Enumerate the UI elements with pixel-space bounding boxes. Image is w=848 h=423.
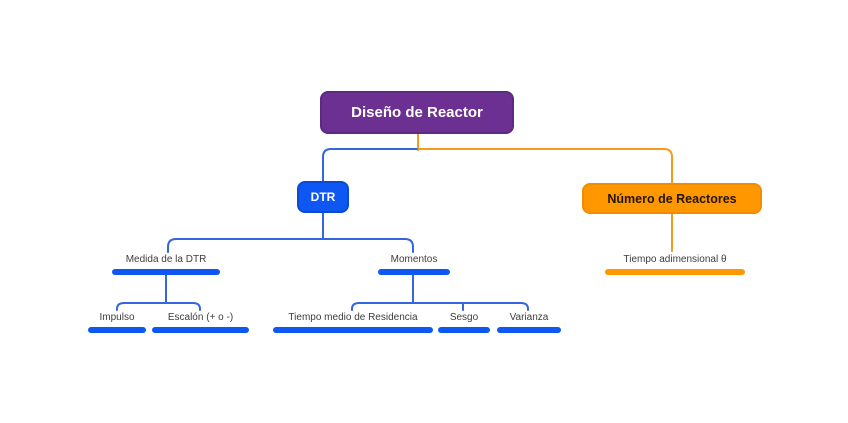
node-escalon[interactable]: Escalón (+ o -) (152, 311, 249, 333)
connector-medida-children-rail (116, 302, 201, 311)
node-varianza-underline (497, 327, 561, 333)
node-varianza[interactable]: Varianza (497, 311, 561, 333)
node-medida-de-la-dtr-label: Medida de la DTR (125, 254, 207, 265)
node-tiempo-adimensional[interactable]: Tiempo adimensional θ (605, 253, 745, 275)
node-tiempo-medio-de-residencia-underline (273, 327, 433, 333)
node-momentos[interactable]: Momentos (378, 253, 450, 275)
node-sesgo-label: Sesgo (449, 312, 479, 323)
node-medida-de-la-dtr[interactable]: Medida de la DTR (112, 253, 220, 275)
node-escalon-underline (152, 327, 249, 333)
node-numero-de-reactores-label: Número de Reactores (607, 191, 737, 206)
node-numero-de-reactores[interactable]: Número de Reactores (582, 183, 762, 214)
node-tiempo-medio-de-residencia-label: Tiempo medio de Residencia (288, 312, 418, 323)
node-tiempo-adimensional-underline (605, 269, 745, 275)
node-sesgo-underline (438, 327, 490, 333)
connector-root-numero (417, 148, 673, 184)
node-tiempo-medio-de-residencia[interactable]: Tiempo medio de Residencia (273, 311, 433, 333)
node-medida-de-la-dtr-underline (112, 269, 220, 275)
node-diseno-de-reactor-label: Diseño de Reactor (351, 104, 483, 121)
node-impulso[interactable]: Impulso (88, 311, 146, 333)
node-escalon-label: Escalón (+ o -) (167, 312, 234, 323)
node-dtr[interactable]: DTR (297, 181, 349, 213)
node-dtr-label: DTR (310, 190, 336, 204)
connector-momentos-children-rail (351, 302, 529, 311)
node-diseno-de-reactor[interactable]: Diseño de Reactor (320, 91, 514, 134)
connector-root-dtr (322, 148, 418, 182)
node-impulso-underline (88, 327, 146, 333)
node-sesgo[interactable]: Sesgo (438, 311, 490, 333)
node-impulso-label: Impulso (99, 312, 135, 323)
node-momentos-label: Momentos (390, 254, 438, 265)
node-tiempo-adimensional-label: Tiempo adimensional θ (623, 254, 727, 265)
node-varianza-label: Varianza (509, 312, 549, 323)
connector-dtr-children-rail (167, 238, 414, 253)
node-momentos-underline (378, 269, 450, 275)
